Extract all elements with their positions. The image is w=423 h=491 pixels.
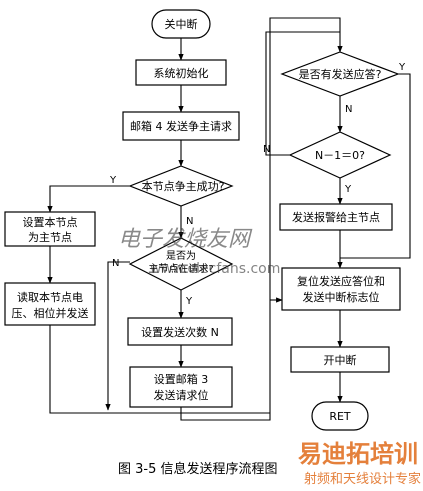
decision-ack-shape — [280, 51, 400, 97]
contend-no-label: N — [186, 216, 193, 227]
process-mail4-shape — [122, 111, 240, 141]
node-start: 关中断 — [151, 9, 211, 39]
ismaster-yes-label: Y — [185, 296, 193, 307]
edge-read-merge — [49, 325, 270, 414]
watermark-elecfans: 电子发烧友网 www.elecfans.com — [118, 227, 280, 277]
process-reset-shape — [281, 267, 401, 311]
node-mail3: 设置邮箱 3 发送请求位 — [129, 366, 233, 408]
ismaster-no-label: N — [112, 258, 119, 269]
figure-caption: 图 3-5 信息发送程序流程图 — [118, 461, 278, 477]
alarm-label: 发送报警给主节点 — [292, 210, 380, 224]
decision-ismaster-shape — [128, 237, 234, 291]
watermark-site-cn: 电子发烧友网 — [118, 227, 253, 252]
connectors — [47, 17, 411, 421]
node-set-master: 设置本节点 为主节点 — [4, 211, 96, 247]
count-label: 设置发送次数 N — [141, 325, 219, 339]
n-label: N－1＝0? — [315, 149, 365, 162]
n-yes-label: Y — [344, 184, 352, 195]
process-setmaster-shape — [4, 211, 96, 247]
read-line1: 读取本节点电 — [17, 290, 83, 304]
node-mail4: 邮箱 4 发送争主请求 — [122, 111, 240, 141]
node-read: 读取本节点电 压、相位并发送 — [4, 282, 96, 326]
node-is-master-decision: 是否为 主节点在请求? N Y — [112, 237, 234, 307]
reset-line2: 发送中断标志位 — [303, 290, 380, 304]
process-alarm-shape — [279, 203, 393, 231]
watermark-brand: 易迪拓培训 — [298, 440, 418, 468]
process-init-shape — [135, 59, 227, 86]
start-label: 关中断 — [165, 17, 198, 31]
ismaster-line1: 是否为 — [166, 250, 196, 262]
enable-label: 开中断 — [324, 353, 357, 367]
contend-label: 本节点争主成功? — [142, 179, 225, 193]
node-n-decision: N－1＝0? N Y — [263, 131, 392, 195]
node-contend-decision: 本节点争主成功? Y N — [109, 165, 234, 227]
contend-yes-label: Y — [109, 175, 117, 186]
read-line2: 压、相位并发送 — [12, 306, 89, 320]
decision-contend-shape — [128, 165, 234, 207]
edge-mail3-ack — [180, 17, 343, 421]
init-label: 系统初始化 — [154, 66, 209, 80]
setmaster-line2: 为主节点 — [28, 231, 72, 244]
process-enable-shape — [290, 346, 390, 373]
ismaster-line2: 主节点在请求? — [148, 262, 213, 275]
node-alarm: 发送报警给主节点 — [279, 203, 393, 231]
node-ret: RET — [311, 401, 369, 431]
node-reset: 复位发送应答位和 发送中断标志位 — [281, 267, 401, 311]
node-init: 系统初始化 — [135, 59, 227, 86]
ack-yes-label: Y — [398, 62, 406, 73]
setmaster-line1: 设置本节点 — [23, 215, 78, 229]
edge-contend-yes — [47, 185, 130, 213]
mail3-line2: 发送请求位 — [154, 388, 209, 402]
node-ack-decision: 是否有发送应答? Y N — [280, 51, 406, 115]
mail3-line1: 设置邮箱 3 — [154, 372, 209, 386]
ack-no-label: N — [345, 104, 352, 115]
process-mail3-shape — [129, 366, 233, 408]
watermark-brand-sub: 射频和天线设计专家 — [304, 471, 421, 487]
watermark-brand: 易迪拓培训 射频和天线设计专家 — [298, 440, 421, 487]
terminal-ret-shape — [311, 401, 369, 431]
node-enable: 开中断 — [290, 346, 390, 373]
edge-ack-yes — [340, 73, 411, 259]
terminal-start-shape — [151, 9, 211, 39]
watermark-site-url: www.elecfans.com — [150, 261, 280, 277]
reset-line1: 复位发送应答位和 — [297, 274, 385, 288]
n-no-label: N — [263, 144, 270, 155]
edge-n-no — [265, 31, 340, 156]
mail4-label: 邮箱 4 发送争主请求 — [130, 119, 232, 133]
ret-label: RET — [329, 410, 351, 423]
node-set-count: 设置发送次数 N — [127, 317, 233, 346]
process-read-shape — [4, 282, 96, 326]
process-count-shape — [127, 317, 233, 346]
edge-ismaster-no — [105, 261, 130, 411]
ack-label: 是否有发送应答? — [299, 67, 382, 81]
decision-n-shape — [288, 131, 392, 179]
